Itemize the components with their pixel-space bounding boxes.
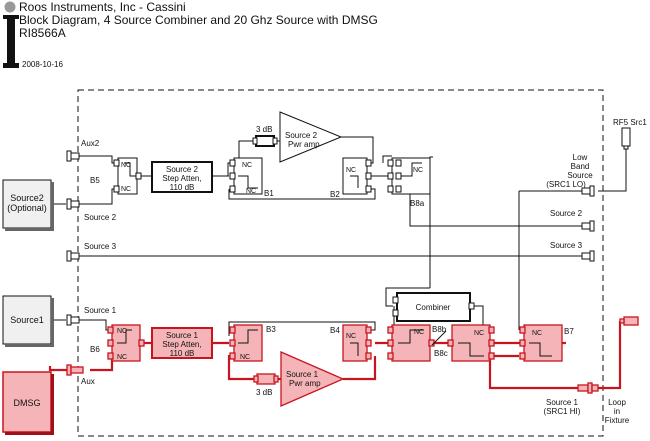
source1-box: Source1 [2, 295, 54, 347]
dmsg-box: DMSG [2, 371, 54, 435]
connector-source2-right [581, 220, 595, 232]
source1-label: Source1 [10, 315, 44, 325]
switch-b6-label: B6 [90, 345, 100, 354]
source2-note: (Optional) [7, 203, 47, 213]
svg-text:NC: NC [121, 162, 131, 169]
switch-b1-label: B1 [264, 189, 274, 198]
loop-label-1: Loop [608, 398, 626, 407]
switch-b5: NC NC [113, 157, 142, 195]
switch-b6: NC NC [107, 324, 145, 362]
port-source2-label: Source 2 [84, 213, 117, 222]
svg-text:NC: NC [346, 333, 356, 340]
svg-text:Pwr amp: Pwr amp [288, 140, 320, 149]
connector-aux [66, 364, 84, 376]
svg-text:Source 2: Source 2 [285, 131, 318, 140]
connector-source3-left [66, 250, 80, 262]
switch-b4: NC [342, 324, 372, 362]
company-name: Roos Instruments, Inc - Cassini [19, 0, 186, 14]
svg-text:Source 2: Source 2 [166, 165, 199, 174]
switch-b7: NC [519, 324, 563, 362]
switch-b3-label: B3 [266, 325, 276, 334]
switch-b2: NC [342, 157, 372, 195]
atten-source2: Source 2 Step Atten, 110 dB [151, 161, 213, 193]
svg-text:Combiner: Combiner [416, 303, 451, 312]
source2-box: Source2 (Optional) [2, 179, 54, 231]
port-rf5-label: RF5 Src1 [613, 118, 647, 127]
header: Roos Instruments, Inc - Cassini Block Di… [3, 0, 378, 69]
port-aux2-label: Aux2 [81, 139, 100, 148]
pad-source1 [253, 373, 279, 385]
low-band-label-4: (SRC1 LO) [546, 180, 586, 189]
b8-gang-link [431, 330, 447, 346]
svg-text:Source 1: Source 1 [286, 370, 319, 379]
switch-b8c: NC [447, 324, 495, 362]
port-aux-label: Aux [81, 377, 95, 386]
switch-b3: NC [229, 324, 263, 362]
source1-hi-label-2: (SRC1 HI) [544, 407, 581, 416]
company-logo-dot-icon [4, 1, 16, 13]
connector-source1-left [66, 314, 80, 326]
connector-loop-fixture [619, 316, 639, 326]
svg-text:NC: NC [414, 329, 424, 336]
switch-b1: NC NC [229, 157, 263, 195]
svg-text:NC: NC [242, 162, 252, 169]
pad-source2-label: 3 dB [256, 125, 272, 134]
loop-label-2: in [614, 407, 620, 416]
svg-text:NC: NC [117, 354, 127, 361]
svg-text:110 dB: 110 dB [170, 349, 195, 358]
connector-aux2 [66, 150, 80, 162]
switch-b4-label: B4 [330, 326, 340, 335]
port-source2-right-label: Source 2 [550, 209, 583, 218]
connector-source2-left [66, 198, 80, 210]
switch-b5-label: B5 [90, 176, 100, 185]
svg-text:NC: NC [346, 167, 356, 174]
combiner-top-wire [385, 287, 430, 307]
switch-b8a: NC [387, 157, 431, 195]
atten-source1: Source 1 Step Atten, 110 dB [151, 327, 213, 359]
svg-text:NC: NC [413, 167, 423, 174]
source2-label: Source2 [10, 193, 44, 203]
svg-text:NC: NC [474, 330, 484, 337]
switch-b2-label: B2 [330, 190, 340, 199]
combiner: Combiner [392, 292, 475, 322]
low-band-label-1: Low [573, 153, 588, 162]
svg-text:NC: NC [532, 330, 542, 337]
connector-low-band [581, 185, 595, 197]
source1-hi-label-1: Source 1 [546, 398, 579, 407]
diagram-title: Block Diagram, 4 Source Combiner and 20 … [19, 13, 378, 27]
ri-logo-icon [3, 15, 19, 68]
connector-source3-right [581, 250, 595, 262]
low-band-label-2: Band [571, 162, 590, 171]
revision-date: 2008-10-16 [22, 60, 63, 69]
dmsg-label: DMSG [14, 398, 41, 408]
svg-text:Step Atten,: Step Atten, [162, 340, 201, 349]
low-band-label-3: Source [567, 171, 593, 180]
part-number: RI8566A [19, 26, 66, 40]
switch-b8a-label: B8a [410, 199, 425, 208]
switch-b8b: NC [387, 324, 435, 362]
switch-b8b-label: B8b [432, 325, 447, 334]
svg-text:Step Atten,: Step Atten, [162, 174, 201, 183]
pad-source1-label: 3 dB [256, 388, 272, 397]
svg-text:Pwr amp: Pwr amp [289, 379, 321, 388]
svg-text:NC: NC [246, 188, 256, 195]
amp-source1: Source 1 Pwr amp [280, 351, 345, 407]
port-source3-label: Source 3 [84, 242, 117, 251]
svg-text:Source 1: Source 1 [166, 331, 199, 340]
svg-text:NC: NC [117, 328, 127, 335]
connector-source1-hi [577, 382, 599, 394]
enclosure-boundary [77, 89, 604, 437]
svg-text:110 dB: 110 dB [170, 183, 195, 192]
svg-text:NC: NC [121, 186, 131, 193]
connector-rf5 [621, 127, 631, 150]
switch-b7-label: B7 [564, 327, 574, 336]
port-source1-label: Source 1 [84, 306, 117, 315]
port-source3-right-label: Source 3 [550, 241, 583, 250]
svg-text:NC: NC [240, 354, 250, 361]
loop-label-3: Fixture [605, 416, 630, 425]
switch-b8c-label: B8c [434, 349, 448, 358]
pad-source2 [252, 135, 278, 147]
amp-source2: Source 2 Pwr amp [279, 111, 343, 163]
